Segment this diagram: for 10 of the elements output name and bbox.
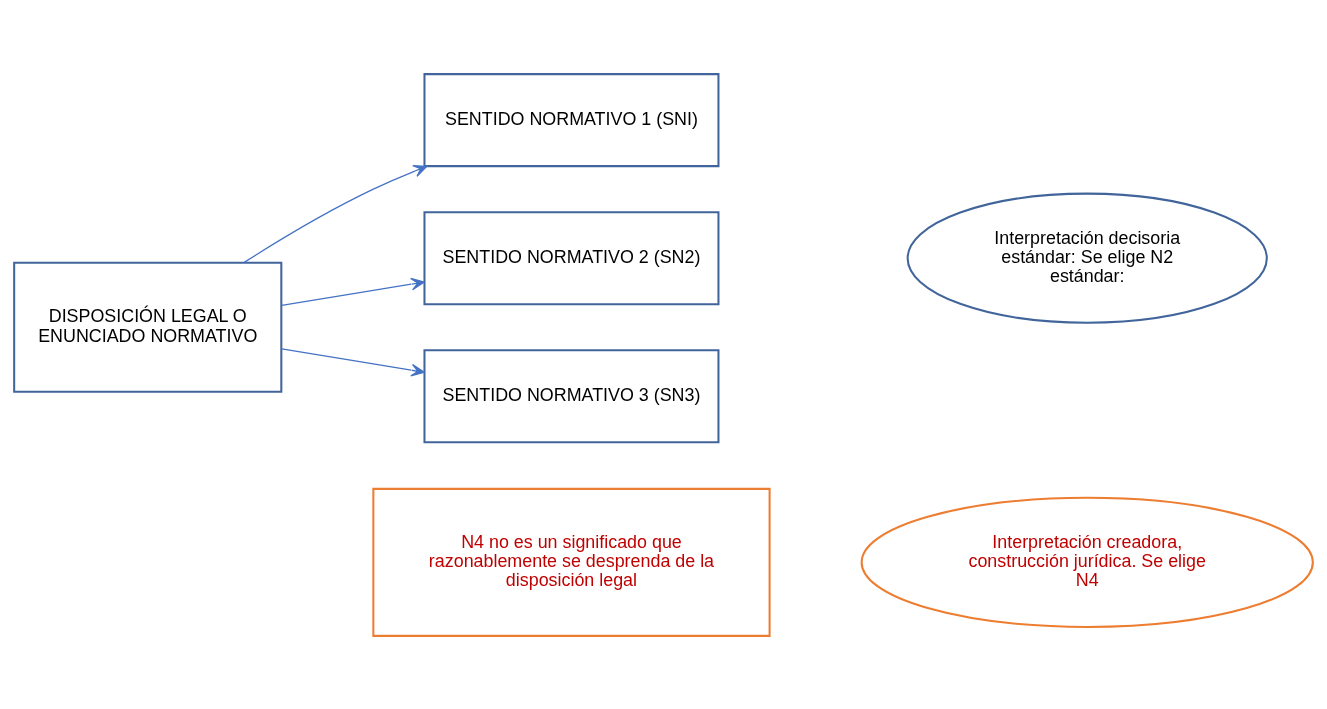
arrow [281,347,425,377]
node-box: DISPOSICIÓN LEGAL O ENUNCIADO NORMATIVO [13,261,283,393]
node-ellipse: Interpretación decisoria estándar: Se elige N2 estándar: [906,192,1268,324]
arrow [243,164,428,263]
arrow [281,277,425,306]
node-box: N4 no es un significado que razonablemente se desprenda de la disposición legal [372,487,771,637]
node-box: SENTIDO NORMATIVO 3 (SN3) [423,348,720,443]
node-box: SENTIDO NORMATIVO 2 (SN2) [423,210,720,305]
node-ellipse: Interpretación creadora, construcción jurídica. Se elige N4 [860,496,1314,628]
node-box: SENTIDO NORMATIVO 1 (SNI) [423,72,720,167]
